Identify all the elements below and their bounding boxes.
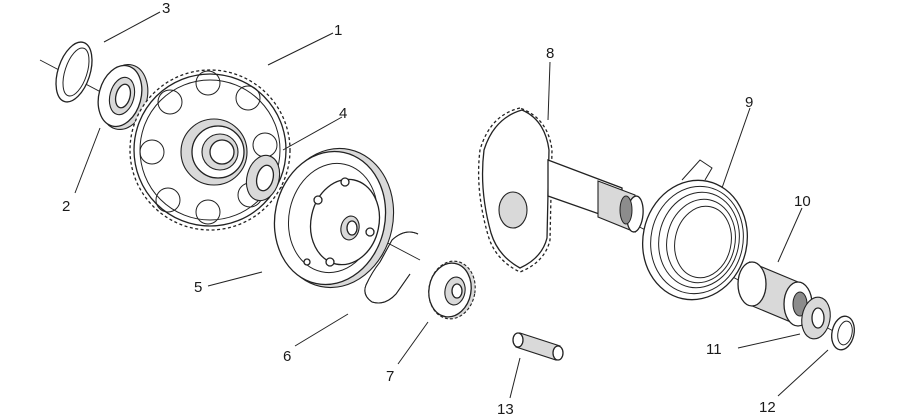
part-4-washer	[245, 154, 281, 202]
callout-2: 2	[62, 198, 70, 215]
leader-11	[737, 333, 801, 349]
callout-7: 7	[386, 368, 394, 385]
part-1-gear	[129, 69, 291, 231]
callout-13: 13	[497, 401, 514, 415]
callout-6: 6	[283, 348, 291, 365]
leader-5	[207, 271, 263, 287]
part-3-circlip	[55, 41, 93, 103]
part-2-bearing	[97, 64, 149, 130]
leader-6	[294, 313, 349, 347]
leader-13	[509, 357, 521, 399]
leader-10	[777, 207, 803, 263]
part-6-spring-clip	[364, 231, 419, 304]
part-9-torsion-spring	[641, 159, 749, 301]
callout-8: 8	[546, 45, 554, 62]
part-13-pin	[512, 332, 564, 361]
callout-4: 4	[339, 105, 347, 122]
callout-5: 5	[194, 279, 202, 296]
part-12-circlip	[831, 315, 855, 351]
leader-7	[397, 321, 429, 365]
callout-3: 3	[162, 0, 170, 17]
part-10-spacer-sleeve	[737, 261, 813, 327]
leader-3	[103, 11, 161, 43]
part-7-pinion	[428, 260, 476, 320]
part-5-clutch-drum	[273, 147, 395, 289]
callout-11: 11	[706, 341, 722, 358]
leader-8	[547, 61, 551, 121]
callout-12: 12	[759, 399, 776, 415]
part-11-washer	[801, 296, 831, 340]
callout-1: 1	[334, 22, 342, 39]
callout-10: 10	[794, 193, 811, 210]
leader-4	[282, 116, 343, 151]
leader-1	[267, 32, 334, 66]
leader-2	[74, 127, 101, 194]
leader-9	[721, 107, 751, 189]
callout-9: 9	[745, 94, 753, 111]
leader-12	[777, 349, 829, 397]
part-8-kick-quadrant	[477, 107, 644, 273]
